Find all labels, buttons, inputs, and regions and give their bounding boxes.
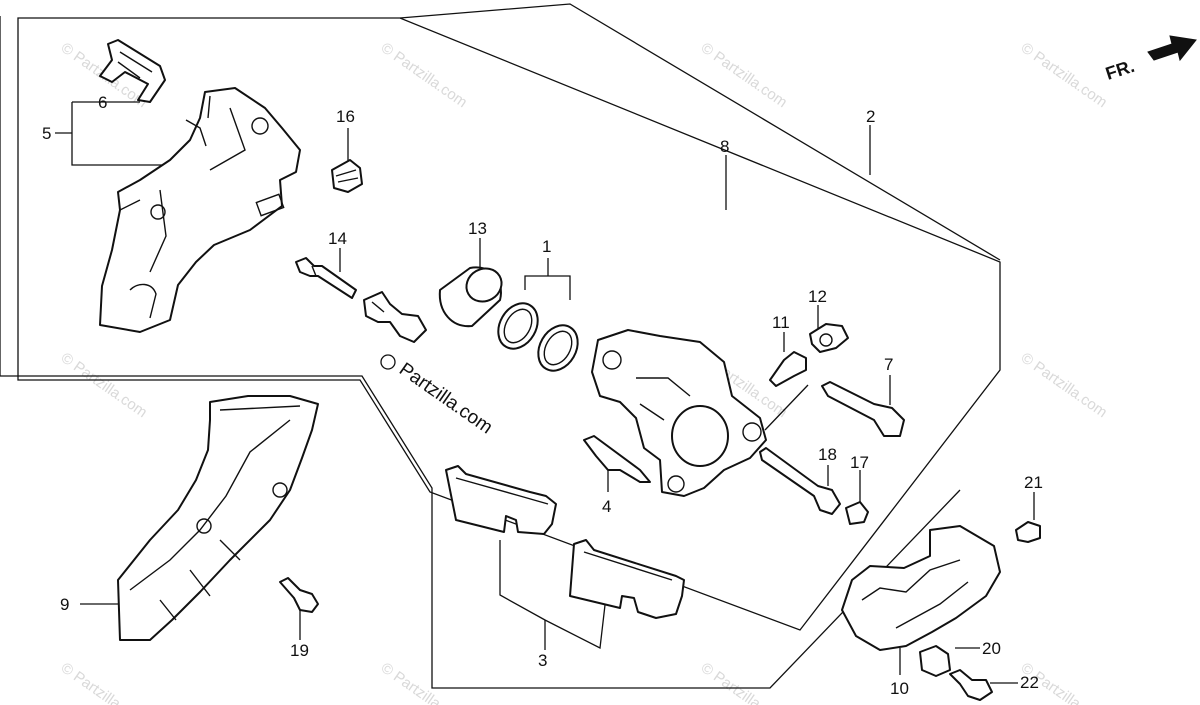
direction-marker: FR.	[1103, 35, 1197, 84]
watermark: © Partzilla.com	[378, 659, 471, 705]
leader-lines	[55, 101, 1035, 684]
collar-bolt	[949, 669, 993, 701]
slide-pin-bolt	[821, 381, 905, 437]
callout-13: 13	[468, 219, 487, 238]
bleeder-valve	[769, 351, 807, 387]
callout-18: 18	[818, 445, 837, 464]
group-boundaries	[0, 3, 1001, 689]
pad-pin-plug	[845, 501, 869, 525]
callout-20: 20	[982, 639, 1001, 658]
brake-pad-outer	[445, 465, 557, 535]
callout-16: 16	[336, 107, 355, 126]
copyright-icon	[380, 354, 396, 370]
callout-12: 12	[808, 287, 827, 306]
pad-pin	[759, 447, 841, 515]
arrow-right-icon	[1147, 35, 1197, 62]
caliper-body	[591, 329, 767, 497]
callout-4: 4	[602, 497, 611, 516]
watermark: © Partzilla.com	[58, 349, 151, 421]
callout-3: 3	[538, 651, 547, 670]
partzilla-logo: Partzilla.com	[380, 354, 496, 439]
watermark: © Partzilla.com	[378, 39, 471, 111]
pin-bolt	[295, 257, 357, 299]
callout-19: 19	[290, 641, 309, 660]
watermark: © Partzilla.com	[58, 659, 151, 705]
disc-guard	[117, 395, 319, 641]
watermark: © Partzilla.com	[1018, 349, 1111, 421]
bleeder-rubber-cap	[809, 323, 849, 353]
watermark: © Partzilla.com	[698, 39, 791, 111]
pad-spring	[583, 435, 651, 483]
caliper-guard	[841, 525, 1001, 651]
callout-7: 7	[884, 355, 893, 374]
callout-6: 6	[98, 93, 107, 112]
callout-10: 10	[890, 679, 909, 698]
callout-11: 11	[772, 313, 790, 332]
pad-retainer-clip	[99, 39, 166, 103]
callout-17: 17	[850, 453, 869, 472]
callout-14: 14	[328, 229, 347, 248]
callout-labels: 1 2 3 4 5 6 7 8 9 10 11 12 13 14 16 17 1…	[42, 93, 1043, 698]
collar	[919, 645, 951, 677]
callout-9: 9	[60, 595, 69, 614]
callout-1: 1	[542, 237, 551, 256]
caliper-bracket	[99, 87, 301, 333]
logo-text: Partzilla.com	[395, 359, 496, 439]
caliper-piston	[438, 266, 503, 328]
parts	[99, 39, 1041, 701]
pin-boot	[363, 291, 427, 343]
guard-bolt	[279, 577, 319, 613]
callout-21: 21	[1024, 473, 1043, 492]
watermark: © Partzilla.com	[1018, 39, 1111, 111]
callout-8: 8	[720, 137, 729, 156]
guard-mount-bolt	[1015, 521, 1041, 543]
bleeder-cap	[331, 159, 363, 193]
dust-seal	[537, 324, 579, 372]
callout-22: 22	[1020, 673, 1039, 692]
callout-5: 5	[42, 124, 51, 143]
brake-pad-inner	[569, 539, 685, 619]
piston-seal	[497, 302, 539, 350]
direction-label: FR.	[1103, 56, 1137, 84]
callout-2: 2	[866, 107, 875, 126]
